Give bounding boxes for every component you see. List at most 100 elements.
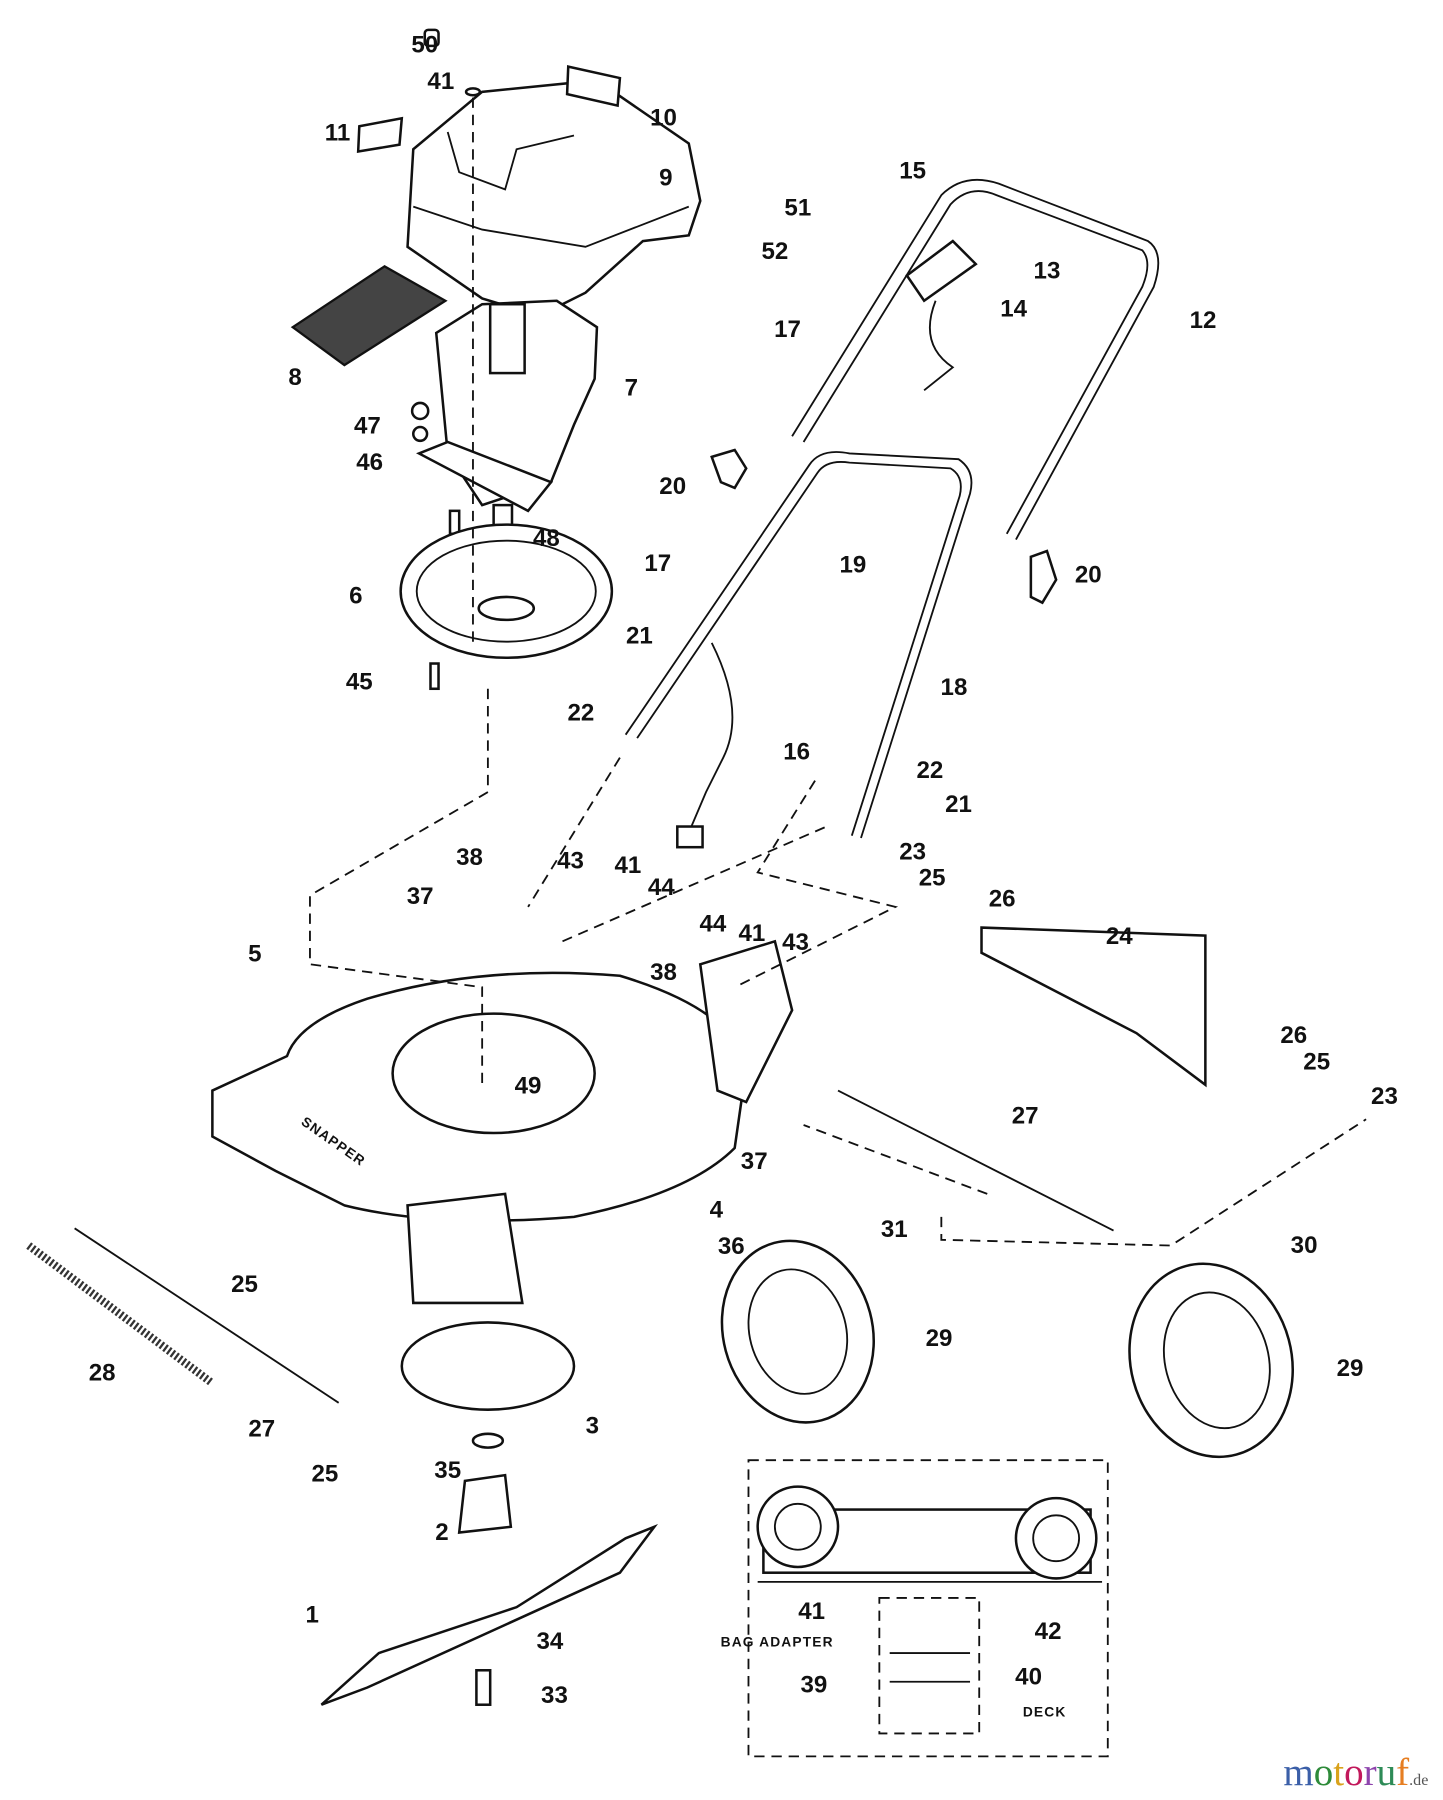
callout-41: 41 (798, 1598, 825, 1625)
callout-22: 22 (916, 757, 943, 784)
spring-part (26, 1242, 215, 1387)
callout-23: 23 (899, 838, 926, 865)
motor-cover (406, 79, 702, 318)
screw-part (429, 662, 440, 691)
callout-19: 19 (840, 551, 867, 578)
callout-6: 6 (349, 582, 362, 609)
callout-31: 31 (881, 1216, 908, 1243)
callout-38: 38 (650, 959, 677, 986)
fan-part (400, 1321, 576, 1411)
callout-20: 20 (659, 473, 686, 500)
callout-47: 47 (354, 412, 381, 439)
callout-2: 2 (435, 1519, 448, 1546)
callout-41: 41 (427, 68, 454, 95)
callout-33: 33 (541, 1682, 568, 1709)
callout-46: 46 (356, 449, 383, 476)
knob-left (710, 448, 748, 490)
callout-41: 41 (615, 852, 642, 879)
axle-front (74, 1227, 340, 1404)
callout-13: 13 (1034, 257, 1061, 284)
lower-handle (624, 451, 973, 849)
mower-deck: SNAPPER (211, 939, 794, 1305)
bag-adapter-inset (747, 1459, 1109, 1758)
rear-bracket (980, 926, 1207, 1088)
callout-37: 37 (741, 1148, 768, 1175)
callout-43: 43 (782, 929, 809, 956)
washer-part (471, 1432, 505, 1449)
callout-43: 43 (557, 847, 584, 874)
decal-left (356, 116, 404, 154)
motor-plate (399, 523, 614, 660)
wheel-front (720, 1239, 875, 1424)
callout-14: 14 (1000, 295, 1027, 322)
nut-part (410, 401, 430, 421)
callout-16: 16 (783, 738, 810, 765)
motor (416, 299, 599, 530)
callout-24: 24 (1106, 923, 1133, 950)
callout-25: 25 (919, 865, 946, 892)
callout-10: 10 (650, 105, 677, 132)
callout-37: 37 (407, 883, 434, 910)
callout-deck: DECK (1023, 1704, 1067, 1719)
wheel-rear (1128, 1262, 1294, 1459)
callout-29: 29 (1337, 1355, 1364, 1382)
callout-50: 50 (411, 31, 438, 58)
callout-17: 17 (644, 550, 671, 577)
callout-11: 11 (325, 120, 350, 147)
callout-44: 44 (699, 911, 726, 938)
callout-1: 1 (306, 1602, 319, 1629)
callout-27: 27 (248, 1416, 275, 1443)
bolt-part (448, 509, 461, 536)
filter-pad (290, 264, 448, 367)
callout-28: 28 (89, 1359, 116, 1386)
washer-part (464, 87, 482, 97)
callout-15: 15 (899, 158, 926, 185)
callout-30: 30 (1291, 1232, 1318, 1259)
plug-part (676, 825, 704, 849)
callout-40: 40 (1015, 1664, 1042, 1691)
callout-26: 26 (1280, 1022, 1307, 1049)
callout-29: 29 (926, 1325, 953, 1352)
callout-21: 21 (945, 791, 972, 818)
callout-bag-adapter: BAG ADAPTER (721, 1634, 834, 1649)
callout-9: 9 (659, 164, 672, 191)
callout-25: 25 (231, 1271, 258, 1298)
callout-5: 5 (248, 940, 261, 967)
blade (320, 1523, 659, 1706)
callout-36: 36 (718, 1233, 745, 1260)
callout-26: 26 (989, 885, 1016, 912)
callout-20: 20 (1075, 562, 1102, 589)
callout-7: 7 (625, 375, 638, 402)
callout-21: 21 (626, 622, 653, 649)
switch-box (905, 239, 978, 303)
callout-23: 23 (1371, 1083, 1398, 1110)
callout-44: 44 (648, 874, 675, 901)
callout-35: 35 (434, 1457, 461, 1484)
callout-41: 41 (739, 920, 766, 947)
callout-38: 38 (456, 844, 483, 871)
callout-22: 22 (567, 699, 594, 726)
callout-25: 25 (311, 1460, 338, 1487)
callout-34: 34 (536, 1628, 563, 1655)
decal-right (565, 65, 622, 108)
blade-bolt (475, 1669, 492, 1706)
callout-12: 12 (1190, 307, 1217, 334)
upper-handle (791, 178, 1160, 540)
axle-rear (837, 1089, 1114, 1232)
blade-adapter (457, 1473, 513, 1534)
callout-51: 51 (784, 194, 811, 221)
callout-4: 4 (710, 1196, 724, 1223)
callout-25: 25 (1303, 1048, 1330, 1075)
callout-52: 52 (761, 238, 788, 265)
washer-part (412, 425, 429, 443)
callout-48: 48 (533, 525, 560, 552)
knob-part (423, 28, 440, 48)
callout-42: 42 (1035, 1618, 1062, 1645)
callout-45: 45 (346, 668, 373, 695)
callout-49: 49 (515, 1072, 542, 1099)
callout-8: 8 (288, 364, 301, 391)
callout-17: 17 (774, 316, 801, 343)
callout-39: 39 (801, 1672, 828, 1699)
